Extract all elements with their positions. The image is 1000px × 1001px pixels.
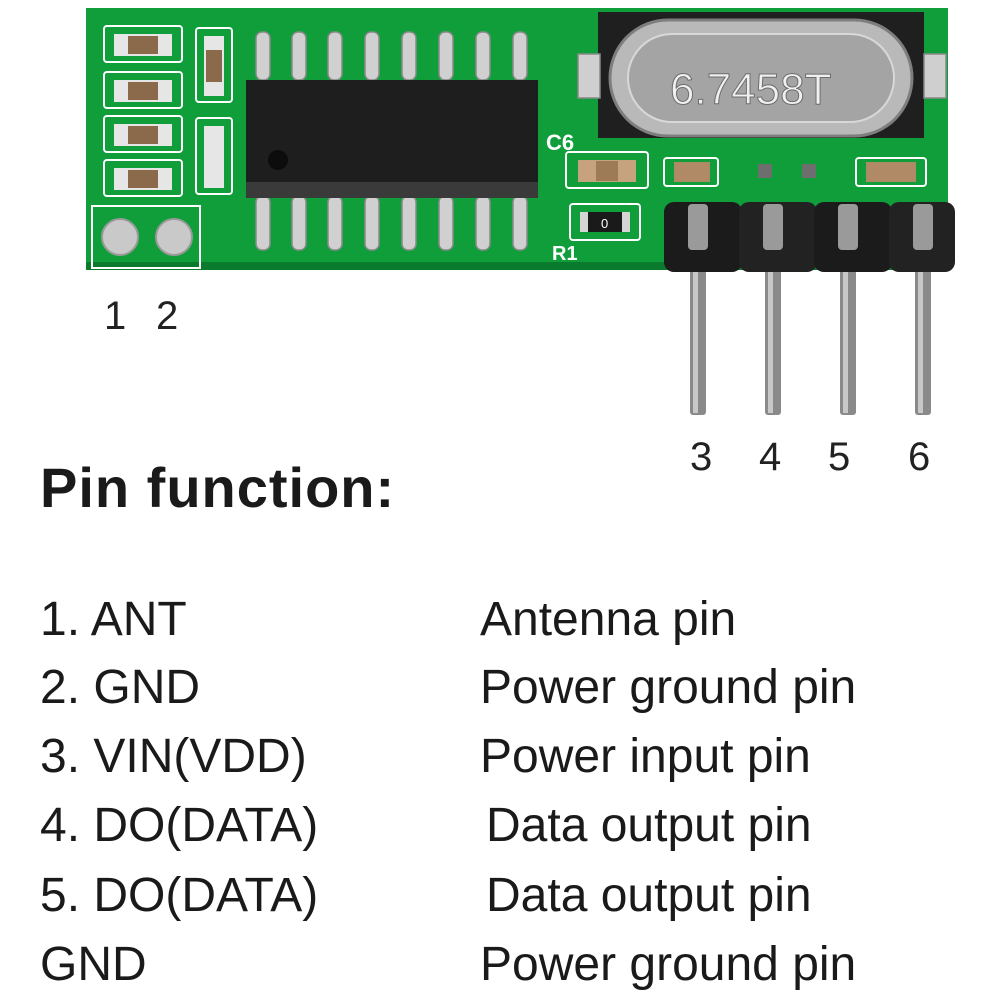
- pin-row: 3. VIN(VDD) Power input pin: [0, 733, 1000, 793]
- smd-components-left: [103, 25, 233, 197]
- pad-2-gnd: [155, 218, 193, 256]
- silkscreen-r1: R1: [552, 243, 578, 265]
- pin-description: Power ground pin: [480, 938, 857, 991]
- pin-description: Antenna pin: [480, 593, 737, 646]
- resistor-marking: 0: [601, 216, 608, 231]
- pin-name: 1. ANT: [40, 593, 187, 646]
- pin-row: 1. ANT Antenna pin: [0, 596, 1000, 656]
- ic-pin1-dot: [268, 150, 288, 170]
- ic-chip: [246, 80, 538, 198]
- header-label-4: 4: [759, 435, 782, 479]
- pin-name: 5. DO(DATA): [40, 869, 319, 922]
- resistor-r1: [569, 203, 641, 241]
- pin-name: GND: [40, 938, 147, 991]
- silkscreen-c6: C6: [546, 130, 574, 155]
- pin-description: Data output pin: [486, 869, 812, 922]
- pad-label-2: 2: [156, 294, 179, 338]
- pin-header: [664, 202, 955, 272]
- header-label-5: 5: [828, 435, 851, 479]
- pin-description: Data output pin: [486, 799, 812, 852]
- receiver-module-board: C6 R1 0 6.7458T: [86, 8, 955, 415]
- pin-name: 4. DO(DATA): [40, 799, 319, 852]
- pin-row: 4. DO(DATA) Data output pin: [0, 802, 1000, 862]
- pin-name: 2. GND: [40, 661, 201, 714]
- capacitor-c6: [565, 151, 649, 189]
- pad-label-1: 1: [104, 294, 127, 338]
- pad-1-ant: [101, 218, 139, 256]
- header-label-3: 3: [690, 435, 713, 479]
- crystal-marking: 6.7458T: [670, 65, 831, 114]
- pad-box: [91, 205, 201, 269]
- pin-description: Power ground pin: [480, 661, 857, 714]
- pin-description: Power input pin: [480, 730, 811, 783]
- header-label-6: 6: [908, 435, 931, 479]
- header-pins: [690, 245, 931, 415]
- pin-row: 5. DO(DATA) Data output pin: [0, 872, 1000, 932]
- pin-function-heading: Pin function:: [40, 456, 396, 519]
- pin-name: 3. VIN(VDD): [40, 730, 307, 783]
- pin-row: 2. GND Power ground pin: [0, 664, 1000, 724]
- pin-row: GND Power ground pin: [0, 941, 1000, 1001]
